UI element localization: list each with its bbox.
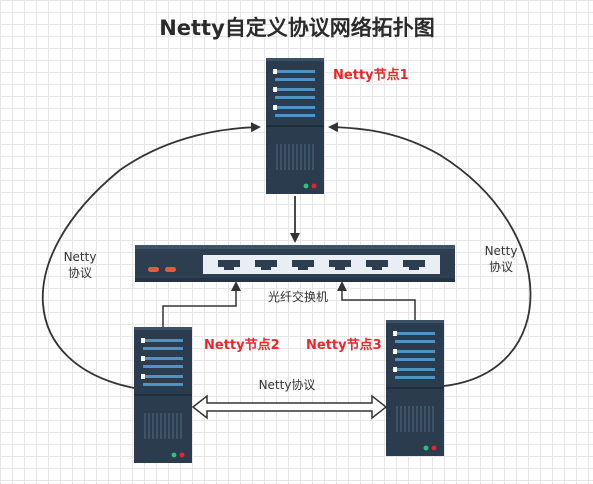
port-4-tab — [335, 267, 345, 270]
port-1-tab — [224, 267, 234, 270]
right-protocol-curve — [328, 122, 532, 387]
left-protocol-label-1: Netty — [64, 250, 97, 264]
switch-led-2 — [165, 267, 176, 272]
center-protocol-label: Netty协议 — [259, 377, 316, 392]
port-2 — [255, 260, 277, 267]
server-node-3 — [385, 319, 445, 457]
port-6-tab — [409, 267, 419, 270]
node3-to-switch-arrow — [337, 281, 416, 320]
port-3-tab — [298, 267, 308, 270]
left-protocol-curve — [42, 122, 261, 389]
diagram-title: Netty自定义协议网络拓扑图 — [159, 16, 435, 40]
switch-bottom-edge — [135, 278, 455, 282]
port-6 — [403, 260, 425, 267]
right-protocol-label-2: 协议 — [489, 259, 513, 274]
node-2-label: Netty节点2 — [204, 337, 280, 353]
server-node-2 — [133, 326, 193, 464]
right-protocol-label-1: Netty — [485, 244, 518, 258]
node-1-label: Netty节点1 — [333, 67, 409, 83]
port-5 — [366, 260, 388, 267]
node2-to-switch-arrow — [162, 281, 241, 327]
switch-led-1 — [148, 267, 159, 272]
switch-ports — [218, 260, 425, 270]
server-node-1 — [265, 57, 325, 195]
switch-top-edge — [135, 245, 455, 249]
port-2-tab — [261, 267, 271, 270]
port-4 — [329, 260, 351, 267]
switch-label: 光纤交换机 — [268, 289, 328, 304]
fiber-switch — [135, 245, 455, 282]
left-protocol-label-2: 协议 — [68, 265, 92, 280]
port-1 — [218, 260, 240, 267]
bidirectional-arrow — [191, 394, 388, 420]
port-3 — [292, 260, 314, 267]
node-3-label: Netty节点3 — [306, 337, 382, 353]
port-5-tab — [372, 267, 382, 270]
